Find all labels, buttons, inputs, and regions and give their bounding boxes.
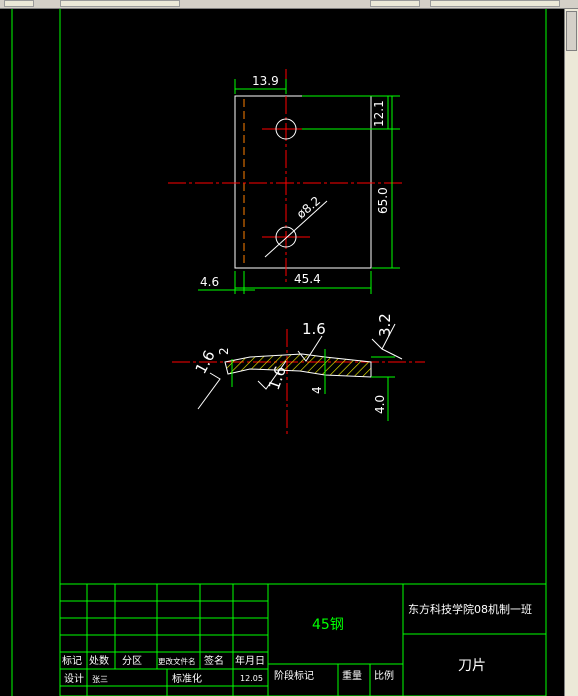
toolbar-strip xyxy=(0,0,578,9)
scrollbar-thumb[interactable] xyxy=(566,11,577,51)
dim-angle-small: 2 xyxy=(217,347,231,355)
dim-thickness-small: 4 xyxy=(310,386,324,394)
tb-standardize-label: 标准化 xyxy=(172,672,202,685)
hole-bottom xyxy=(275,226,297,248)
tb-organization-line1: 东方科技学院08机制一班 xyxy=(408,602,532,616)
roughness-symbol-top xyxy=(297,335,323,362)
tb-zone: 分区 xyxy=(122,655,142,667)
tb-weight: 重量 xyxy=(342,669,362,682)
hole-top xyxy=(275,118,297,140)
tb-signature: 签名 xyxy=(204,654,224,667)
tb-mark: 标记 xyxy=(62,655,82,667)
toolbar-button-3[interactable] xyxy=(370,0,420,7)
tb-designer: 张三 xyxy=(92,675,108,684)
blade-section xyxy=(224,353,372,378)
tb-stage-mark: 阶段标记 xyxy=(274,669,314,682)
plate-outline xyxy=(234,95,372,269)
cad-drawing: 13.9 12.1 65.0 45.4 4.6 ø8.2 4.0 4 xyxy=(11,9,547,696)
roughness-left: 1.6 xyxy=(192,347,219,377)
tb-date: 年月日 xyxy=(235,654,265,667)
toolbar-button-2[interactable] xyxy=(60,0,180,7)
plan-view: 13.9 12.1 65.0 45.4 4.6 ø8.2 xyxy=(168,69,402,294)
tb-organization: 东方科技学院08机制一班 xyxy=(408,602,532,616)
dim-left-offset: 4.6 xyxy=(200,275,219,289)
roughness-right: 3.2 xyxy=(376,313,394,337)
tb-count: 处数 xyxy=(89,654,109,667)
dim-top-offset: 12.1 xyxy=(372,100,386,127)
tb-change-doc: 更改文件名 xyxy=(158,656,196,666)
drawing-frame xyxy=(11,9,547,696)
dim-thickness: 4.0 xyxy=(373,395,387,414)
tb-scale: 比例 xyxy=(374,669,394,682)
dim-hole-offset: 13.9 xyxy=(252,74,279,88)
dim-height: 65.0 xyxy=(376,187,390,214)
tb-date-value: 12.05 xyxy=(240,674,263,683)
vertical-scrollbar[interactable] xyxy=(564,9,578,696)
toolbar-button-1[interactable] xyxy=(4,0,34,7)
tb-material: 45钢 xyxy=(312,617,344,633)
title-block xyxy=(59,583,547,696)
tb-design-label: 设计 xyxy=(64,672,84,685)
roughness-top: 1.6 xyxy=(302,320,326,338)
tb-part-name: 刀片 xyxy=(458,658,486,674)
toolbar-button-4[interactable] xyxy=(430,0,560,7)
section-view: 4.0 4 2 1.6 1.6 1.6 3.2 xyxy=(172,313,425,434)
dim-width: 45.4 xyxy=(294,272,321,286)
roughness-symbol-mid xyxy=(257,360,287,390)
roughness-symbol-left xyxy=(197,372,221,410)
